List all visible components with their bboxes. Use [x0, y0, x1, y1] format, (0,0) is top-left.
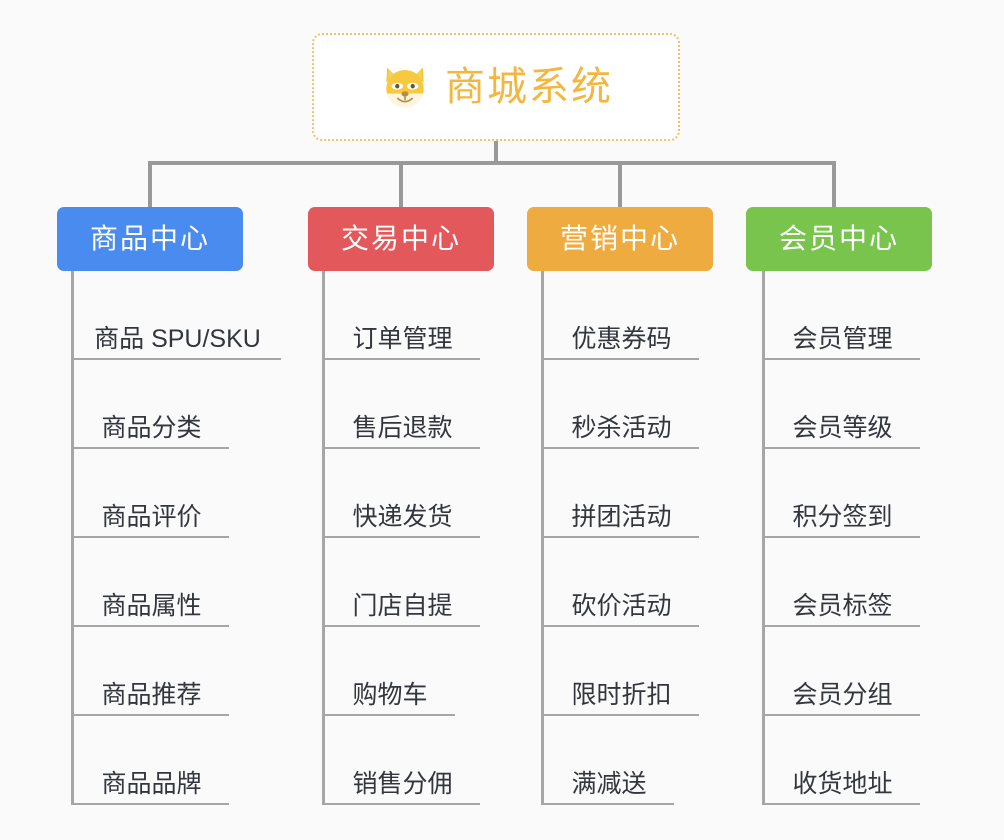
list-item[interactable]: 满减送: [544, 716, 674, 805]
leaf-label: 销售分佣: [352, 770, 453, 798]
leaf-label: 优惠券码: [571, 325, 672, 353]
category-box-marketing[interactable]: 营销中心: [527, 207, 713, 271]
leaf-rule: [325, 714, 455, 716]
list-item[interactable]: 秒杀活动: [544, 360, 699, 449]
dog-face-icon: [386, 67, 424, 108]
connector-drop-product: [148, 161, 152, 207]
leaf-spine-trade: [322, 271, 325, 805]
category-label-marketing: 营销中心: [559, 223, 680, 254]
list-item[interactable]: 砍价活动: [544, 538, 699, 627]
list-item[interactable]: 商品品牌: [74, 716, 229, 805]
leaf-rule: [544, 536, 699, 538]
list-item[interactable]: 门店自提: [325, 538, 480, 627]
list-item[interactable]: 拼团活动: [544, 449, 699, 538]
leaf-rule: [325, 358, 480, 360]
root-title: 商城系统: [445, 65, 613, 109]
leaf-rule: [74, 536, 229, 538]
category-label-trade: 交易中心: [340, 223, 461, 254]
category-label-product: 商品中心: [89, 223, 210, 254]
leaf-spine-product: [71, 271, 74, 805]
leaf-label: 售后退款: [352, 414, 453, 442]
connector-drop-member: [832, 161, 836, 207]
leaf-label: 商品评价: [101, 503, 202, 531]
connector-drop-marketing: [618, 161, 622, 207]
leaf-label: 快递发货: [352, 503, 453, 531]
leaf-rule: [765, 714, 920, 716]
list-item[interactable]: 快递发货: [325, 449, 480, 538]
leaf-label: 购物车: [352, 681, 428, 709]
leaf-label: 商品 SPU/SKU: [94, 325, 261, 353]
list-item[interactable]: 限时折扣: [544, 627, 699, 716]
leaf-rule: [765, 536, 920, 538]
leaf-rule: [544, 625, 699, 627]
list-item[interactable]: 商品推荐: [74, 627, 229, 716]
leaf-label: 秒杀活动: [571, 414, 672, 442]
leaf-label: 收货地址: [792, 770, 893, 798]
leaf-rule: [74, 803, 229, 805]
leaf-label: 拼团活动: [571, 503, 672, 531]
list-item[interactable]: 会员分组: [765, 627, 920, 716]
leaf-rule: [325, 803, 480, 805]
list-item[interactable]: 商品分类: [74, 360, 229, 449]
connector-root-stem: [494, 141, 498, 163]
leaf-rule: [325, 625, 480, 627]
leaf-label: 会员分组: [792, 681, 893, 709]
leaf-label: 订单管理: [352, 325, 453, 353]
leaf-label: 商品属性: [101, 592, 202, 620]
list-item[interactable]: 积分签到: [765, 449, 920, 538]
leaf-rule: [74, 625, 229, 627]
leaf-rule: [544, 803, 674, 805]
leaf-rule: [544, 358, 699, 360]
connector-horizontal-bus: [148, 161, 836, 165]
leaf-label: 商品品牌: [101, 770, 202, 798]
leaf-label: 满减送: [571, 770, 647, 798]
category-box-member[interactable]: 会员中心: [746, 207, 932, 271]
leaf-label: 商品推荐: [101, 681, 202, 709]
leaf-rule: [74, 714, 229, 716]
leaf-rule: [325, 536, 480, 538]
root-node[interactable]: 商城系统: [312, 33, 680, 141]
category-box-trade[interactable]: 交易中心: [308, 207, 494, 271]
leaf-spine-marketing: [541, 271, 544, 805]
leaf-label: 会员管理: [792, 325, 893, 353]
leaf-spine-member: [762, 271, 765, 805]
list-item[interactable]: 优惠券码: [544, 271, 699, 360]
list-item[interactable]: 会员管理: [765, 271, 920, 360]
leaf-rule: [765, 625, 920, 627]
leaf-label: 会员标签: [792, 592, 893, 620]
list-item[interactable]: 销售分佣: [325, 716, 480, 805]
leaf-label: 砍价活动: [571, 592, 672, 620]
list-item[interactable]: 会员标签: [765, 538, 920, 627]
leaf-rule: [765, 803, 920, 805]
list-item[interactable]: 商品评价: [74, 449, 229, 538]
leaf-rule: [74, 447, 229, 449]
leaf-rule: [765, 358, 920, 360]
leaf-rule: [544, 447, 699, 449]
list-item[interactable]: 商品 SPU/SKU: [74, 271, 281, 360]
leaf-rule: [765, 447, 920, 449]
list-item[interactable]: 售后退款: [325, 360, 480, 449]
category-label-member: 会员中心: [778, 223, 899, 254]
list-item[interactable]: 购物车: [325, 627, 455, 716]
leaf-label: 门店自提: [352, 592, 453, 620]
list-item[interactable]: 收货地址: [765, 716, 920, 805]
connector-drop-trade: [399, 161, 403, 207]
category-box-product[interactable]: 商品中心: [57, 207, 243, 271]
leaf-rule: [544, 714, 699, 716]
leaf-label: 会员等级: [792, 414, 893, 442]
list-item[interactable]: 订单管理: [325, 271, 480, 360]
leaf-label: 限时折扣: [571, 681, 672, 709]
list-item[interactable]: 会员等级: [765, 360, 920, 449]
leaf-rule: [74, 358, 281, 360]
list-item[interactable]: 商品属性: [74, 538, 229, 627]
leaf-label: 商品分类: [101, 414, 202, 442]
leaf-rule: [325, 447, 480, 449]
leaf-label: 积分签到: [792, 503, 893, 531]
